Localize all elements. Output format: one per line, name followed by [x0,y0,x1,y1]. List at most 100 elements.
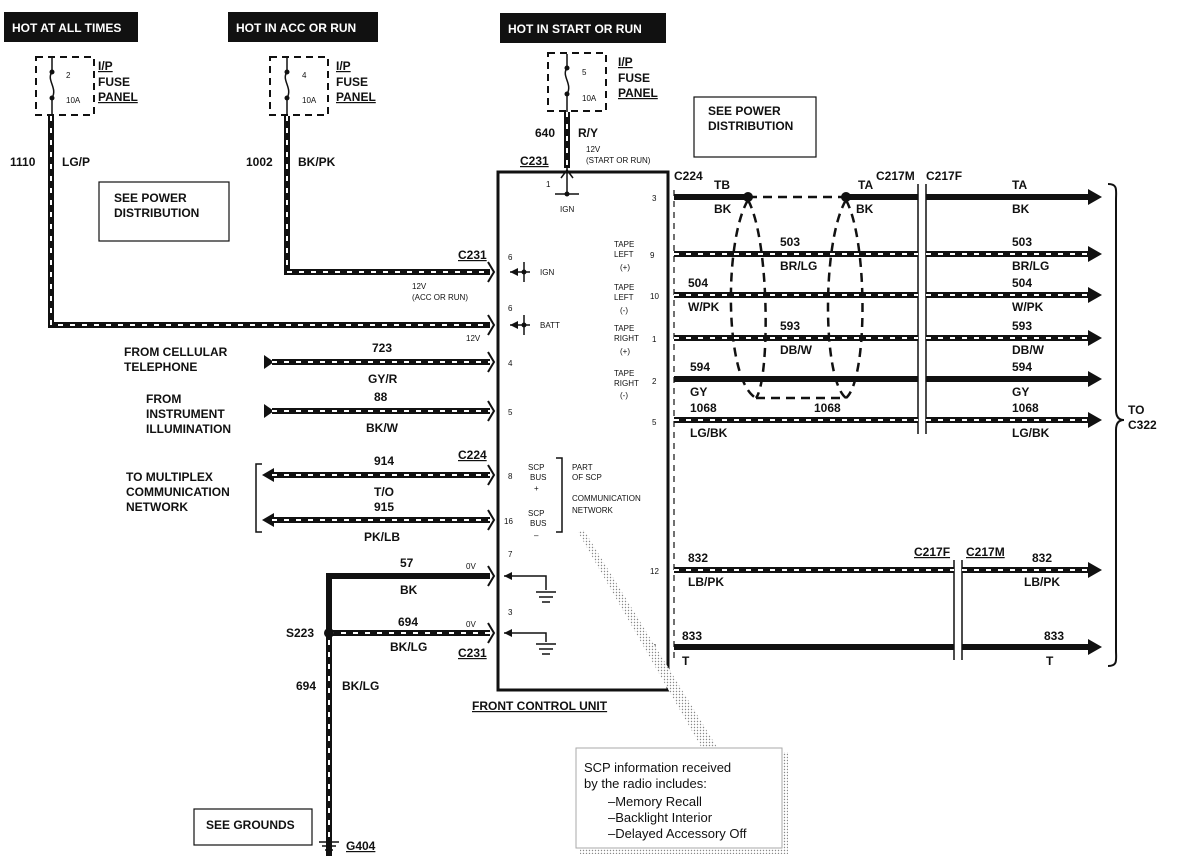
svg-text:SEE POWER: SEE POWER [708,104,781,118]
svg-text:TA: TA [858,178,873,192]
svg-text:GY/R: GY/R [368,372,398,386]
svg-text:0V: 0V [466,620,476,629]
svg-text:TAPE: TAPE [614,369,634,378]
front-control-unit: FRONT CONTROL UNIT [472,170,670,713]
svg-text:640: 640 [535,126,555,140]
svg-text:88: 88 [374,390,388,404]
svg-text:BK: BK [400,583,418,597]
wire-1110: 1110 LG/P [10,116,490,328]
connector-labels-right: C224 C217M C217F C217F C217M [674,169,1005,559]
right-pin-numbers: 3 9 10 1 2 5 12 4 [650,194,659,652]
svg-text:BR/LG: BR/LG [1012,259,1049,273]
svg-text:5: 5 [508,408,513,417]
svg-text:694: 694 [296,679,316,693]
fuse-2: 2 10A [35,56,95,116]
svg-text:LB/PK: LB/PK [1024,575,1060,589]
svg-text:503: 503 [780,235,800,249]
svg-text:1002: 1002 [246,155,273,169]
svg-text:593: 593 [780,319,800,333]
ign-pin-6: C231 6 IGN 12V (ACC OR RUN) [412,248,554,302]
svg-text:FUSE: FUSE [98,75,130,89]
svg-text:DISTRIBUTION: DISTRIBUTION [708,119,793,133]
svg-text:832: 832 [688,551,708,565]
note-see-power-distribution-right: SEE POWER DISTRIBUTION [693,96,817,158]
svg-text:TAPE: TAPE [614,324,634,333]
svg-text:DB/W: DB/W [780,343,813,357]
svg-text:DB/W: DB/W [1012,343,1045,357]
svg-text:1: 1 [652,335,657,344]
svg-text:IGN: IGN [560,205,574,214]
svg-text:HOT IN START OR RUN: HOT IN START OR RUN [508,22,642,36]
svg-text:C322: C322 [1128,418,1157,432]
svg-text:NETWORK: NETWORK [126,500,188,514]
svg-text:TAPE: TAPE [614,240,634,249]
wire-914: 914 T/O C224 8 [262,448,513,499]
svg-text:C217M: C217M [876,169,915,183]
svg-text:694: 694 [398,615,418,629]
svg-text:–Memory Recall: –Memory Recall [608,794,702,809]
ground-g404: G404 [319,839,376,853]
header-hot-in-start-or-run: HOT IN START OR RUN [500,13,666,43]
svg-text:10A: 10A [302,96,317,105]
svg-text:C231: C231 [458,646,487,660]
svg-text:915: 915 [374,500,394,514]
svg-text:1068: 1068 [814,401,841,415]
connector-lines [673,184,963,660]
svg-text:593: 593 [1012,319,1032,333]
wire-640: 640 R/Y 12V (START OR RUN) [535,112,651,168]
svg-text:C224: C224 [458,448,487,462]
svg-text:COMMUNICATION: COMMUNICATION [126,485,230,499]
svg-text:BK: BK [714,202,732,216]
svg-text:T: T [682,654,690,668]
svg-text:833: 833 [682,629,702,643]
fuse-4-label: I/P FUSE PANEL [336,59,376,104]
svg-text:1: 1 [546,180,551,189]
wire-1068: 1068 LG/BK 1068 1068 LG/BK [674,401,1102,440]
svg-text:DISTRIBUTION: DISTRIBUTION [114,206,199,220]
internal-ground-3 [504,629,556,655]
fuse-5: 5 10A [547,52,607,112]
fuse-2-label: I/P FUSE PANEL [98,59,138,104]
svg-text:–Delayed Accessory Off: –Delayed Accessory Off [608,826,747,841]
svg-text:NETWORK: NETWORK [572,506,614,515]
wire-593: 593 DB/W 593 DB/W [674,319,1102,357]
svg-text:W/PK: W/PK [688,300,720,314]
svg-text:BK/PK: BK/PK [298,155,336,169]
svg-text:R/Y: R/Y [578,126,598,140]
svg-text:PK/LB: PK/LB [364,530,400,544]
svg-text:594: 594 [1012,360,1032,374]
svg-text:COMMUNICATION: COMMUNICATION [572,494,641,503]
fuse-4: 4 10A [269,56,329,116]
internal-ground-7 [504,572,556,603]
svg-text:6: 6 [508,253,513,262]
svg-text:BK/LG: BK/LG [390,640,427,654]
svg-text:(+): (+) [620,347,630,356]
svg-text:12V: 12V [412,282,427,291]
svg-text:16: 16 [504,517,513,526]
wire-694-top: 694 BK/LG 0V C231 3 [329,608,513,660]
note-see-power-distribution-left: SEE POWER DISTRIBUTION [98,181,230,242]
from-instrument-illumination: FROM INSTRUMENT ILLUMINATION [146,392,231,436]
svg-text:5: 5 [582,68,587,77]
svg-text:(-): (-) [620,306,628,315]
svg-text:BUS: BUS [530,519,546,528]
shield-loops [729,199,864,400]
to-multiplex-bracket: TO MULTIPLEX COMMUNICATION NETWORK [126,463,262,533]
svg-text:12V: 12V [466,334,481,343]
svg-text:10A: 10A [66,96,81,105]
svg-text:12V: 12V [586,145,601,154]
svg-text:SCP: SCP [528,509,544,518]
svg-text:–Backlight Interior: –Backlight Interior [608,810,713,825]
svg-text:I/P: I/P [98,59,113,73]
svg-text:LB/PK: LB/PK [688,575,724,589]
svg-text:C217M: C217M [966,545,1005,559]
svg-text:LG/BK: LG/BK [690,426,728,440]
svg-text:T: T [1046,654,1054,668]
svg-text:2: 2 [652,377,657,386]
svg-text:BR/LG: BR/LG [780,259,817,273]
ign-input-top: C231 1 IGN [520,154,579,214]
svg-text:5: 5 [652,418,657,427]
svg-text:RIGHT: RIGHT [614,334,639,343]
svg-text:LEFT: LEFT [614,250,634,259]
